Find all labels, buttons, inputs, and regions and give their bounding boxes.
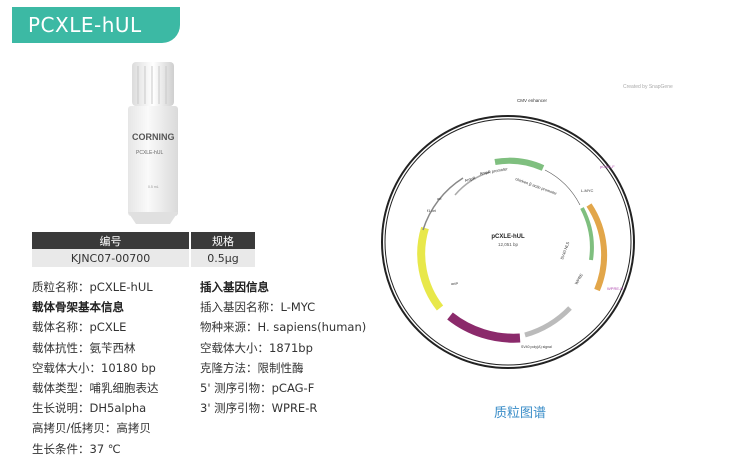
plasmid-map: Created by SnapGene pCXLE-hUL 12,051 bp … [381, 84, 673, 369]
vial-label: PCXLE-hUL [136, 150, 163, 156]
vector-type: 载体类型：哺乳细胞表达 [32, 381, 159, 396]
map-feature-cmv: CMV enhancer [517, 98, 548, 103]
insert-size: 空载体大小：1871bp [200, 340, 313, 355]
vial-brand: CORNING [132, 132, 175, 142]
header-code: 编号 [32, 232, 192, 249]
map-feature-wpre-r: WPRE-R [607, 286, 623, 291]
map-feature-orip: oriP [451, 281, 458, 286]
map-credit: Created by SnapGene [623, 84, 673, 90]
vial-image: CORNING PCXLE-hUL 0.5 mL [128, 62, 178, 224]
insert-species: 物种来源：H. sapiens(human) [200, 320, 367, 335]
insert-info: 插入基因信息 插入基因名称：L-MYC 物种来源：H. sapiens(huma… [200, 277, 366, 418]
map-feature-cba-promoter: chicken β-actin promoter [515, 176, 559, 196]
plasmid-name: 质粒名称：pCXLE-hUL [32, 280, 153, 294]
map-feature-sv40-nls: SV40 NLS [559, 241, 570, 261]
map-feature-f1-ori: f1 ori [427, 208, 436, 213]
vector-name: 载体名称：pCXLE [32, 320, 127, 335]
map-feature-ebna1: EBNA1 [495, 328, 510, 333]
insert-gene-name: 插入基因名称：L-MYC [200, 300, 316, 315]
primer-5: 5' 测序引物：pCAG-F [200, 381, 315, 396]
map-feature-pcag-f: pCAG-F [600, 164, 615, 169]
cell-code: KJNC07-00700 [32, 249, 192, 267]
map-feature-ori: ori [437, 196, 442, 201]
cloning-method: 克隆方法：限制性酶 [200, 360, 304, 375]
page-title: PCXLE-hUL [12, 7, 180, 43]
map-feature-sv40-pa: SV40 poly(A) signal [521, 345, 552, 349]
vector-resistance: 载体抗性：氨苄西林 [32, 340, 136, 355]
vector-size: 空载体大小：10180 bp [32, 360, 156, 375]
cell-spec: 0.5μg [190, 249, 257, 267]
map-center-size: 12,051 bp [498, 242, 519, 247]
map-feature-ampr-promoter: AmpR promoter [479, 166, 508, 176]
map-feature-ampr: AmpR [464, 175, 476, 183]
map-caption: 质粒图谱 [493, 406, 546, 421]
vector-section-heading: 载体骨架基本信息 [32, 300, 124, 315]
growth-condition: 生长条件：37 ℃ [32, 441, 121, 456]
primer-3: 3' 测序引物：WPRE-R [200, 401, 318, 416]
insert-section-heading: 插入基因信息 [200, 280, 269, 294]
product-table: 编号 规格 KJNC07-00700 0.5μg [32, 232, 257, 267]
map-feature-wpre: WPRE [574, 272, 584, 285]
map-feature-lmyc: L-MYC [581, 188, 594, 193]
vector-info: 质粒名称：pCXLE-hUL 载体骨架基本信息 载体名称：pCXLE 载体抗性：… [32, 277, 159, 459]
map-center-title: pCXLE-hUL [491, 234, 525, 240]
vial-volume: 0.5 mL [148, 185, 159, 189]
growth-strain: 生长说明：DH5alpha [32, 401, 147, 416]
copy-number: 高拷贝/低拷贝：高拷贝 [32, 421, 151, 436]
header-spec: 规格 [190, 232, 257, 249]
